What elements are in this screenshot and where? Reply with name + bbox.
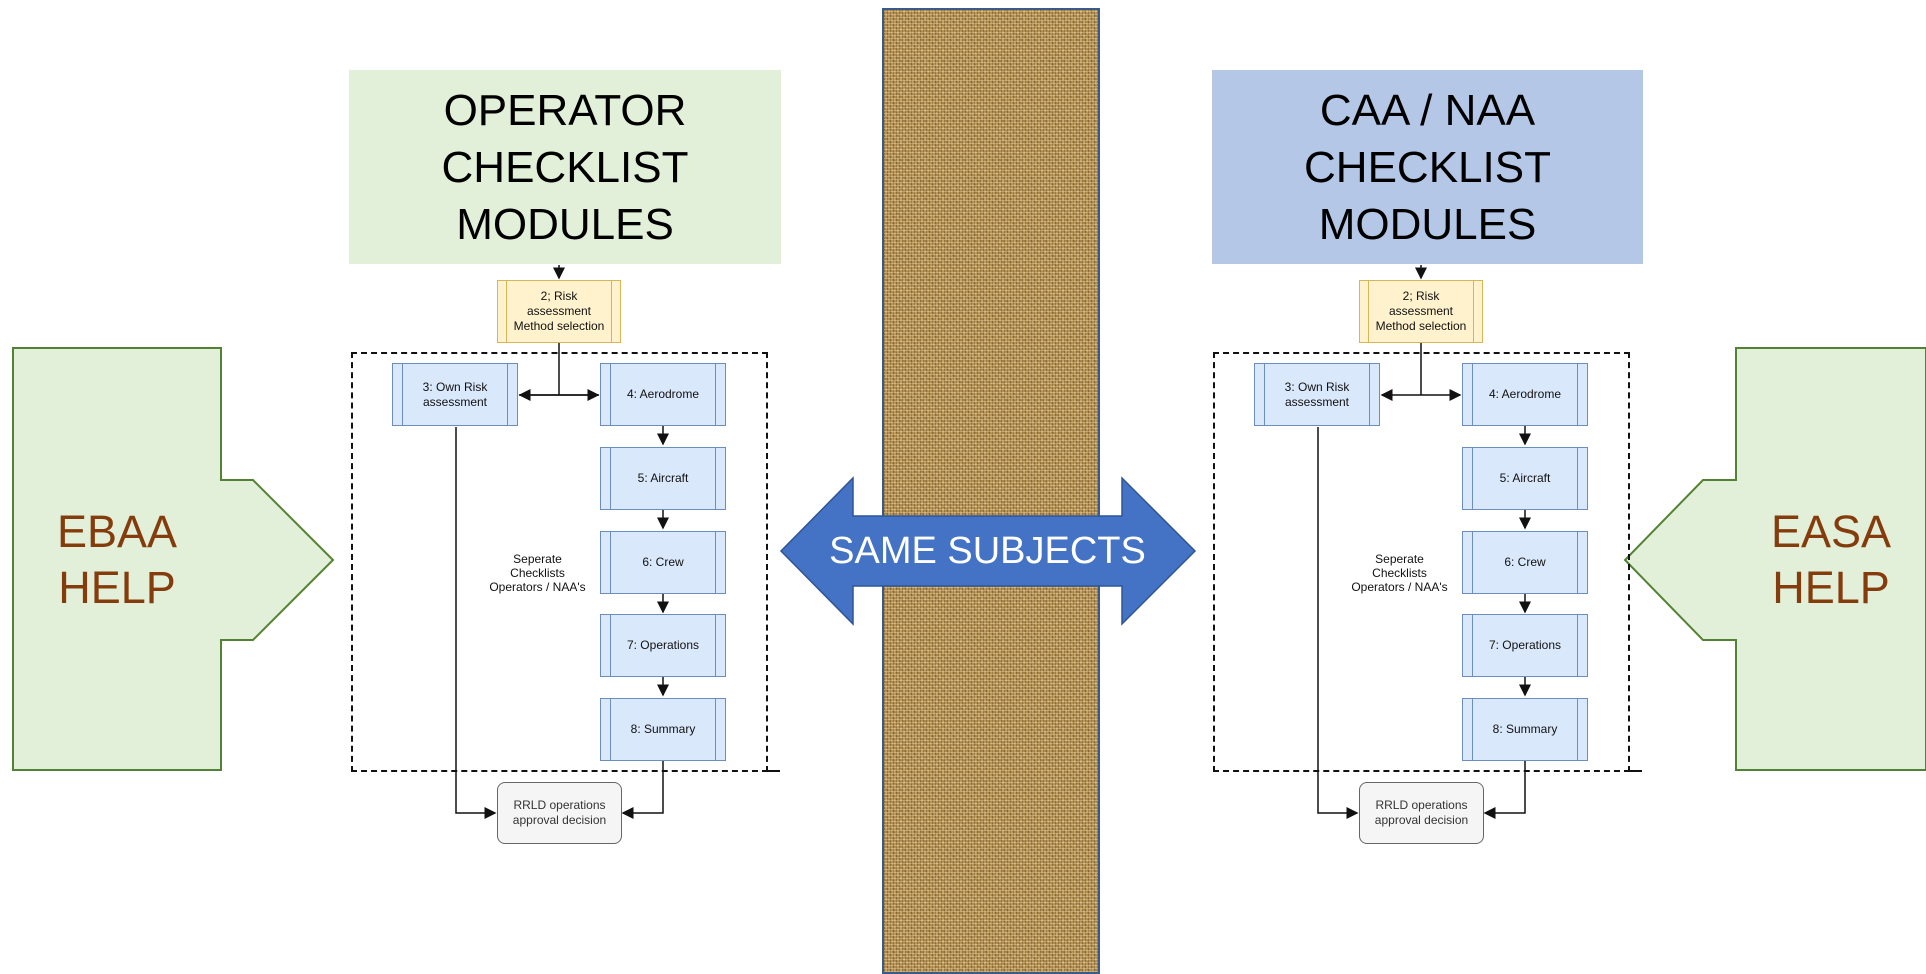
caa-operations-node: 7: Operations xyxy=(1462,614,1588,677)
operator-own-risk-line-1: 3: Own Risk xyxy=(422,379,488,394)
caa-crew-node: 6: Crew xyxy=(1462,531,1588,594)
caa-dashed-extension xyxy=(1630,770,1642,772)
caa-summary-node: 8: Summary xyxy=(1462,698,1588,761)
caa-own-risk-line-1: 3: Own Risk xyxy=(1284,379,1350,394)
caa-aerodrome-node: 4: Aerodrome xyxy=(1462,363,1588,426)
easa-help-line-2: HELP xyxy=(1772,562,1890,613)
caa-own-risk-line-2: assessment xyxy=(1284,394,1350,409)
ebaa-help-line-2: HELP xyxy=(58,562,176,613)
operator-aerodrome-node: 4: Aerodrome xyxy=(600,363,726,426)
caa-header-line-2: CHECKLIST xyxy=(1304,142,1551,192)
operator-header-line-1: OPERATOR xyxy=(443,85,687,135)
caa-decision-line-1: RRLD operations xyxy=(1375,798,1468,812)
operator-own-risk-line-2: assessment xyxy=(422,394,488,409)
operator-header-line-3: MODULES xyxy=(456,199,674,249)
operator-risk-line-1: 2; Risk xyxy=(540,289,578,303)
caa-note-line-1: Seperate xyxy=(1375,552,1424,566)
caa-risk-line-1: 2; Risk xyxy=(1402,289,1440,303)
caa-separate-checklists-note: Seperate Checklists Operators / NAA's xyxy=(1332,552,1467,594)
operator-risk-line-2: assessment xyxy=(526,304,592,318)
caa-decision-line-2: approval decision xyxy=(1374,813,1469,827)
operator-risk-line-3: Method selection xyxy=(513,319,605,333)
caa-own-risk-node: 3: Own Risk assessment xyxy=(1254,363,1380,426)
ebaa-help-line-1: EBAA xyxy=(56,506,178,557)
easa-help-arrow xyxy=(1623,347,1926,771)
caa-approval-decision-node: RRLD operations approval decision xyxy=(1359,782,1484,844)
ebaa-help-arrow xyxy=(12,347,335,771)
operator-own-risk-node: 3: Own Risk assessment xyxy=(392,363,518,426)
caa-risk-method-node: 2; Risk assessment Method selection xyxy=(1359,280,1483,343)
separator-texture-column xyxy=(882,8,1100,974)
operator-header-line-2: CHECKLIST xyxy=(441,142,689,192)
operator-note-line-2: Checklists xyxy=(510,566,565,580)
caa-risk-line-2: assessment xyxy=(1388,304,1454,318)
operator-separate-checklists-note: Seperate Checklists Operators / NAA's xyxy=(470,552,605,594)
operator-note-line-3: Operators / NAA's xyxy=(489,580,586,594)
operator-operations-node: 7: Operations xyxy=(600,614,726,677)
operator-checklist-header: OPERATOR CHECKLIST MODULES xyxy=(349,70,781,264)
operator-aircraft-node: 5: Aircraft xyxy=(600,447,726,510)
ebaa-help-label: EBAA HELP xyxy=(13,500,221,620)
operator-approval-decision-node: RRLD operations approval decision xyxy=(497,782,622,844)
operator-note-line-1: Seperate xyxy=(513,552,562,566)
easa-help-line-1: EASA xyxy=(1770,506,1892,557)
caa-note-line-2: Checklists xyxy=(1372,566,1427,580)
operator-decision-line-2: approval decision xyxy=(512,813,607,827)
operator-crew-node: 6: Crew xyxy=(600,531,726,594)
caa-aircraft-node: 5: Aircraft xyxy=(1462,447,1588,510)
caa-header-line-1: CAA / NAA xyxy=(1319,85,1536,135)
operator-decision-line-1: RRLD operations xyxy=(513,798,606,812)
caa-risk-line-3: Method selection xyxy=(1375,319,1467,333)
operator-risk-method-node: 2; Risk assessment Method selection xyxy=(497,280,621,343)
operator-summary-node: 8: Summary xyxy=(600,698,726,761)
caa-checklist-header: CAA / NAA CHECKLIST MODULES xyxy=(1212,70,1643,264)
same-subjects-double-arrow xyxy=(779,476,1197,626)
operator-dashed-extension xyxy=(768,770,780,772)
caa-note-line-3: Operators / NAA's xyxy=(1351,580,1448,594)
caa-header-line-3: MODULES xyxy=(1318,199,1537,249)
easa-help-label: EASA HELP xyxy=(1736,500,1926,620)
same-subjects-label: SAME SUBJECTS xyxy=(829,529,1146,572)
